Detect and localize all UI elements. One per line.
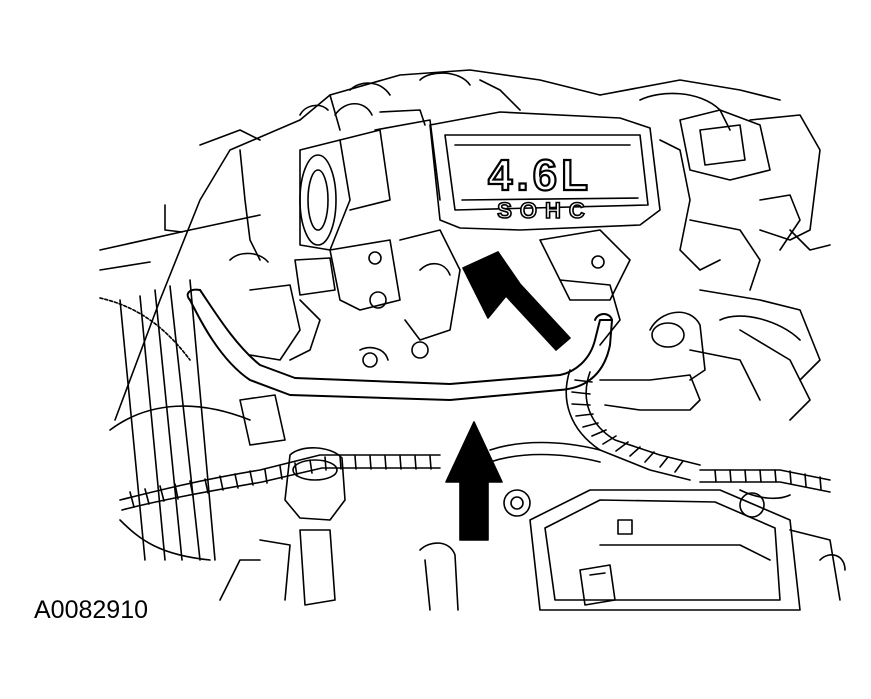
lower-components	[219, 394, 846, 611]
center-components	[229, 229, 631, 368]
wiring-harness	[99, 297, 831, 561]
engine-cover	[429, 111, 661, 231]
callout-arrows	[445, 251, 571, 541]
radiator-area	[99, 119, 301, 561]
arrow-vertical	[445, 421, 503, 541]
figure-id-label: A0082910	[34, 596, 149, 624]
arrow-diagonal	[462, 251, 571, 351]
corrugated-hose	[565, 311, 706, 481]
engine-badge-bottom: SOHC	[497, 198, 593, 223]
right-components	[599, 79, 831, 421]
intake-manifold	[299, 69, 601, 251]
pcv-tube	[186, 288, 613, 401]
engine-badge-top: 4.6L	[488, 151, 592, 200]
